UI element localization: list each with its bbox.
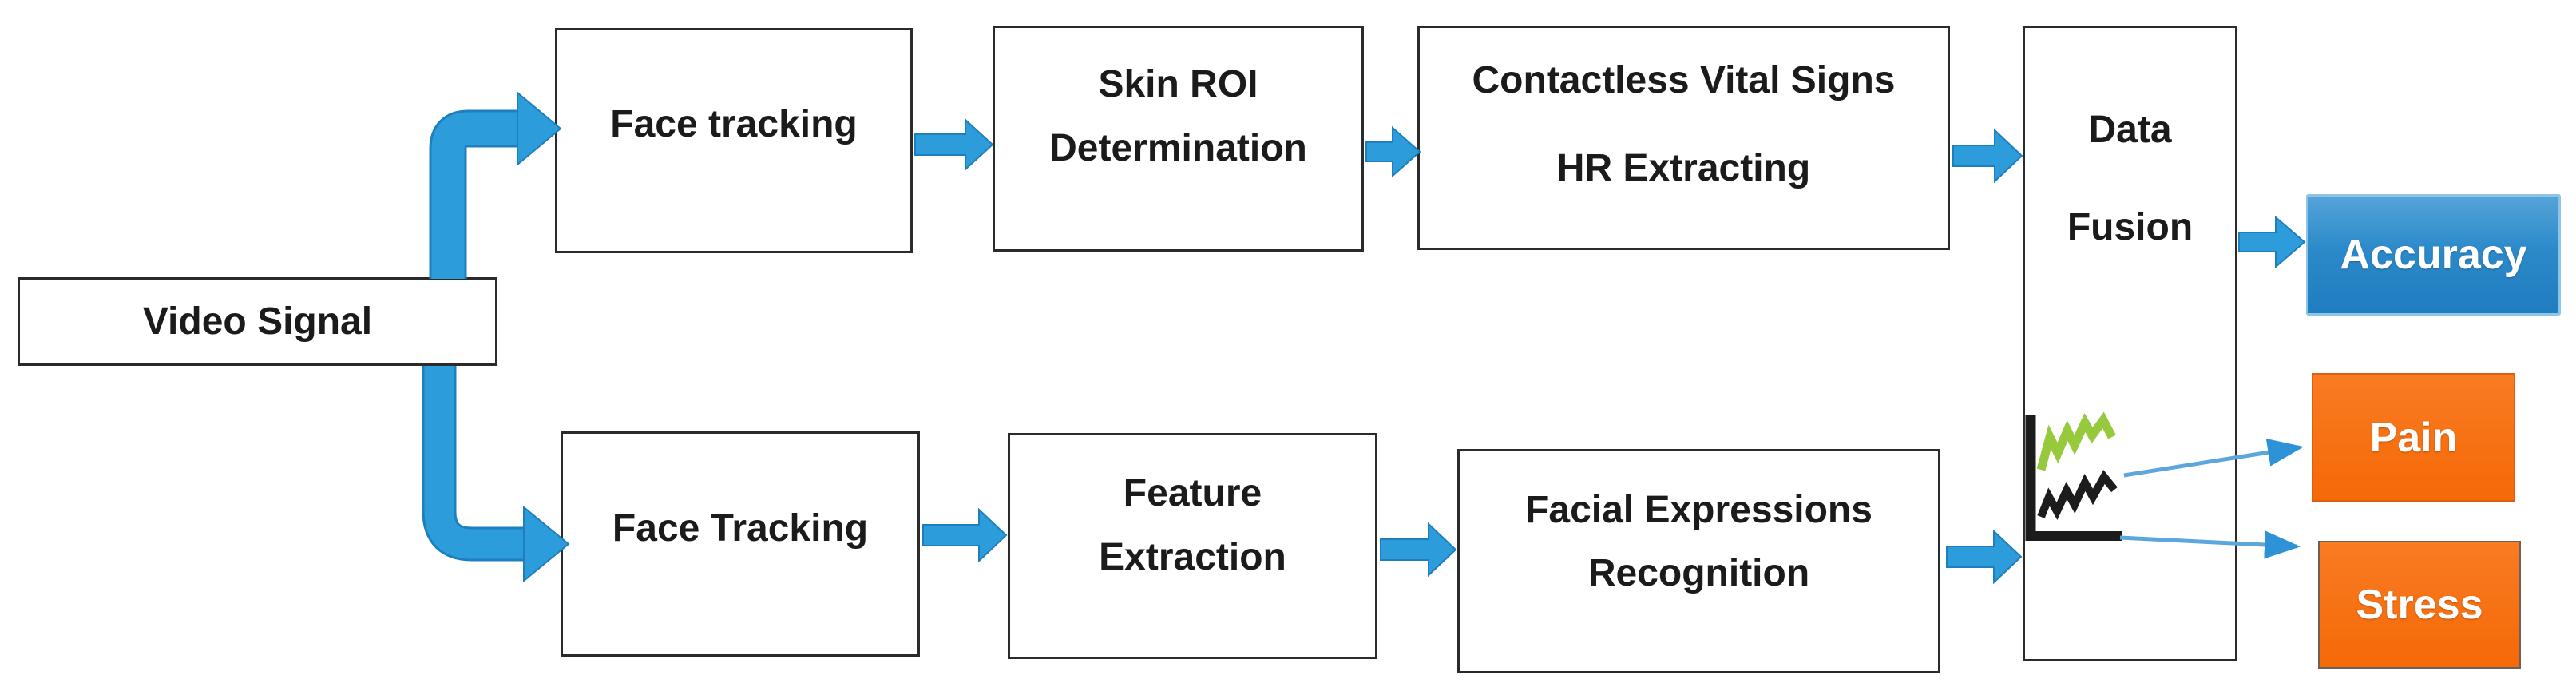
node-label: Face Tracking (612, 506, 869, 550)
outcome-pain: Pain (2312, 373, 2515, 502)
node-facial-expressions-recognition: Facial Expressions Recognition (1457, 449, 1940, 673)
arrow-video-to-face-tracking-top (429, 90, 562, 279)
outcome-label: Pain (2369, 414, 2458, 461)
node-label-line1: Feature (1123, 472, 1262, 514)
arrow-skin-roi-to-contactless (1365, 125, 1421, 178)
node-contactless-vital-signs: Contactless Vital Signs HR Extracting (1417, 26, 1950, 250)
outcome-label: Stress (2356, 582, 2483, 628)
node-label: Face tracking (610, 102, 858, 145)
arrow-face-tracking-to-feature-extraction (922, 507, 1008, 563)
node-label-line1: Contactless Vital Signs (1472, 59, 1896, 101)
node-label-line1: Facial Expressions (1525, 488, 1873, 531)
node-label-line2: Fusion (2067, 206, 2194, 248)
outcome-label: Accuracy (2340, 232, 2527, 278)
arrow-feature-extraction-to-facial-expressions (1380, 522, 1457, 578)
node-label-line1: Skin ROI (1098, 63, 1258, 105)
node-label-line1: Data (2088, 109, 2172, 151)
outcome-stress: Stress (2318, 541, 2521, 669)
arrow-facial-expressions-to-data-fusion (1946, 529, 2023, 585)
node-face-tracking-bottom: Face Tracking (561, 431, 920, 657)
node-label-line2: Recognition (1587, 551, 1810, 594)
arrow-contactless-to-data-fusion (1952, 128, 2023, 184)
outcome-accuracy: Accuracy (2306, 194, 2561, 316)
node-label-line2: Extraction (1099, 536, 1286, 578)
node-skin-roi-determination: Skin ROI Determination (993, 26, 1364, 252)
node-feature-extraction: Feature Extraction (1008, 433, 1377, 659)
arrow-data-fusion-to-accuracy (2238, 215, 2306, 269)
node-video-signal: Video Signal (18, 277, 497, 366)
arrow-video-to-face-tracking-bottom (422, 366, 570, 583)
node-label-line2: HR Extracting (1556, 147, 1811, 189)
node-data-fusion: Data Fusion (2023, 26, 2237, 661)
node-face-tracking-top: Face tracking (555, 28, 913, 253)
node-label: Video Signal (142, 300, 373, 343)
node-label-line2: Determination (1049, 127, 1307, 169)
arrow-face-tracking-to-skin-roi (914, 117, 994, 172)
